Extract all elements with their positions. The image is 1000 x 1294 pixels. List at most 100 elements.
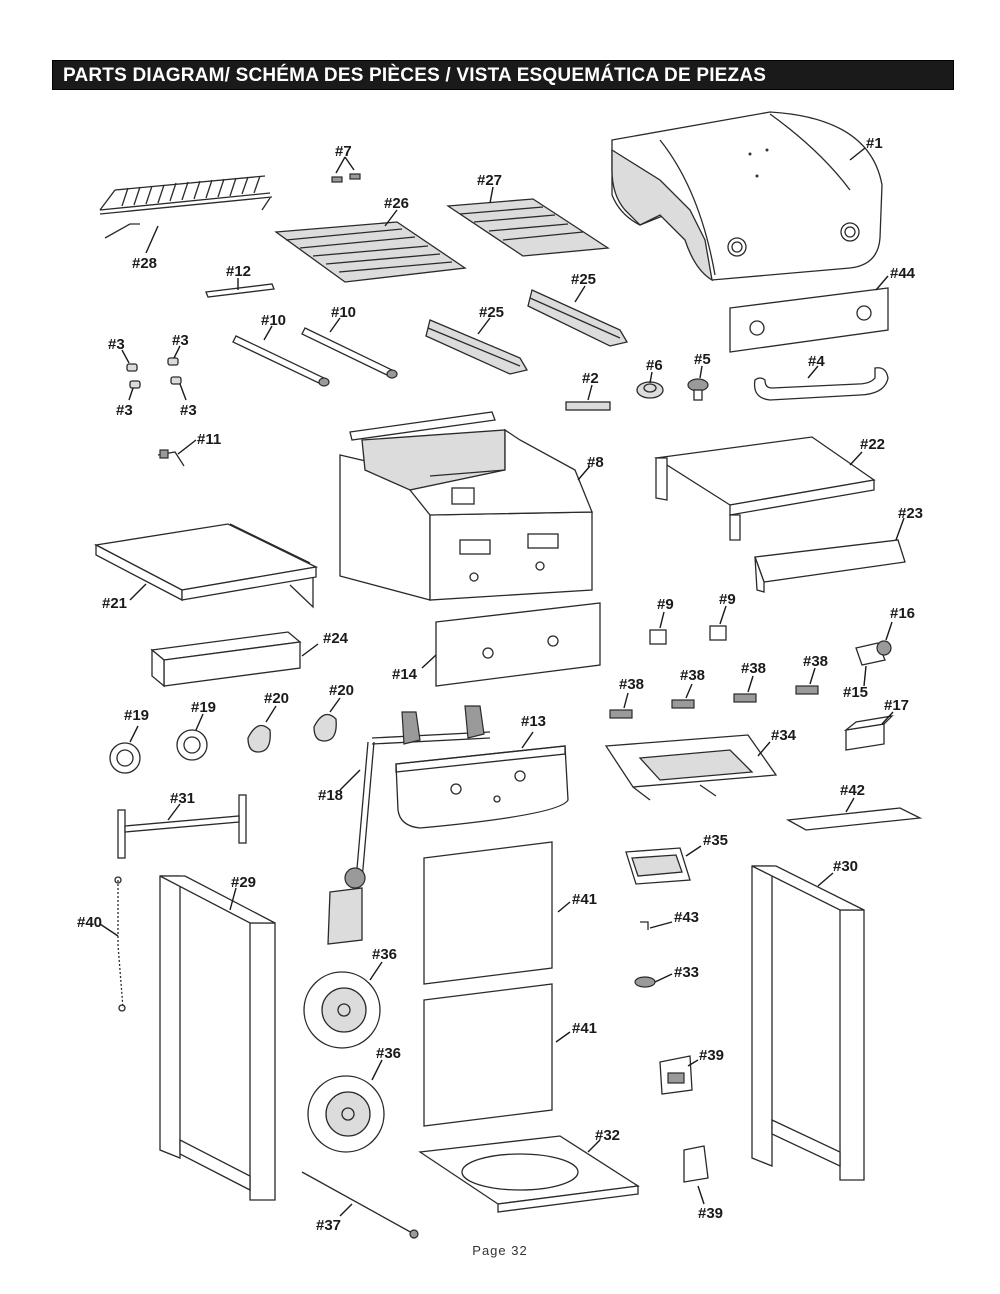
callout-p38b: #38 bbox=[680, 667, 705, 684]
callout-p3a: #3 bbox=[108, 336, 125, 353]
callout-p6: #6 bbox=[646, 357, 663, 374]
page-number: Page 32 bbox=[472, 1243, 528, 1258]
part-regulator-valve bbox=[855, 640, 892, 666]
callout-p32: #32 bbox=[595, 1127, 620, 1144]
part-cross-brace bbox=[117, 794, 247, 859]
callout-p38a: #38 bbox=[619, 676, 644, 693]
part-electrode bbox=[157, 449, 185, 467]
part-tank-stop bbox=[683, 1145, 709, 1183]
part-tank-bracket bbox=[659, 1055, 693, 1095]
part-crossover bbox=[565, 401, 611, 411]
callout-p7: #7 bbox=[335, 143, 352, 160]
callout-p36b: #36 bbox=[376, 1045, 401, 1062]
callout-p27: #27 bbox=[477, 172, 502, 189]
part-manifold-hose bbox=[327, 705, 491, 945]
leader-lines bbox=[99, 147, 905, 1217]
part-venturi-left bbox=[232, 335, 330, 387]
callout-p33: #33 bbox=[674, 964, 699, 981]
part-shelf-trim-right bbox=[754, 539, 906, 593]
part-side-shelf-left bbox=[93, 523, 319, 609]
callout-p3b: #3 bbox=[172, 332, 189, 349]
callout-p29: #29 bbox=[231, 874, 256, 891]
part-venturi-right bbox=[301, 327, 398, 379]
callout-p10b: #10 bbox=[331, 304, 356, 321]
part-hinge-right bbox=[709, 625, 727, 641]
part-warming-rack bbox=[99, 175, 273, 239]
part-burner-clips bbox=[609, 685, 819, 719]
callout-p9b: #9 bbox=[719, 591, 736, 608]
part-ignitor-knob bbox=[636, 381, 664, 399]
part-lid bbox=[611, 111, 883, 282]
part-bezel-2 bbox=[313, 713, 337, 742]
callout-p19b: #19 bbox=[191, 699, 216, 716]
callout-p30: #30 bbox=[833, 858, 858, 875]
header-banner: PARTS DIAGRAM/ SCHÉMA DES PIÈCES / VISTA… bbox=[52, 60, 954, 90]
callout-p43: #43 bbox=[674, 909, 699, 926]
part-bezel-1 bbox=[247, 724, 271, 753]
callout-p23: #23 bbox=[898, 505, 923, 522]
callout-p41b: #41 bbox=[572, 1020, 597, 1037]
part-ignitor bbox=[687, 378, 709, 401]
part-bracket bbox=[205, 283, 275, 298]
callout-p44: #44 bbox=[890, 265, 916, 282]
callout-p42: #42 bbox=[840, 782, 865, 799]
part-hinge-left bbox=[649, 629, 667, 645]
callout-p4: #4 bbox=[808, 353, 825, 370]
part-heat-shield bbox=[729, 287, 889, 353]
callout-p11: #11 bbox=[197, 431, 221, 448]
callout-p38d: #38 bbox=[803, 653, 828, 670]
callout-p41a: #41 bbox=[572, 891, 597, 908]
part-match-chain bbox=[114, 876, 126, 1012]
page-title: PARTS DIAGRAM/ SCHÉMA DES PIÈCES / VISTA… bbox=[63, 65, 767, 86]
part-shelf-trim-left bbox=[150, 631, 302, 688]
part-flame-tamer-right bbox=[527, 289, 629, 347]
callout-p19a: #19 bbox=[124, 707, 149, 724]
callout-p20b: #20 bbox=[329, 682, 354, 699]
callout-p3d: #3 bbox=[180, 402, 197, 419]
part-control-knob-1 bbox=[109, 742, 141, 774]
part-cooking-grate-left bbox=[274, 221, 467, 283]
part-handle bbox=[753, 367, 889, 401]
callout-p31: #31 bbox=[170, 790, 195, 807]
callout-p28: #28 bbox=[132, 255, 157, 272]
callout-labels: #1 #44 #7 #27 #26 #28 #12 #25 #25 #10 #1… bbox=[77, 135, 923, 1234]
part-cart-frame-right bbox=[751, 865, 865, 1181]
callout-p36a: #36 bbox=[372, 946, 397, 963]
callout-p16: #16 bbox=[890, 605, 915, 622]
callout-p25b: #25 bbox=[479, 304, 504, 321]
callout-p21: #21 bbox=[102, 595, 127, 612]
part-axle bbox=[301, 1171, 419, 1239]
part-flame-tamer-left bbox=[425, 319, 529, 375]
callout-p10a: #10 bbox=[261, 312, 286, 329]
callout-p20a: #20 bbox=[264, 690, 289, 707]
part-grease-tray-rail bbox=[785, 807, 923, 831]
callout-p39a: #39 bbox=[699, 1047, 724, 1064]
part-screws bbox=[331, 173, 361, 183]
callout-p15: #15 bbox=[843, 684, 868, 701]
part-door-panel-bottom bbox=[423, 983, 553, 1127]
part-bottom-shelf bbox=[418, 1135, 640, 1213]
callout-p1: #1 bbox=[866, 135, 883, 152]
part-firebox bbox=[339, 411, 593, 601]
callout-p37: #37 bbox=[316, 1217, 341, 1234]
part-front-panel bbox=[395, 745, 569, 829]
part-cart-frame-left bbox=[159, 875, 276, 1201]
part-caster-pin bbox=[634, 976, 656, 988]
part-door-panel-top bbox=[423, 841, 553, 985]
callout-p34: #34 bbox=[771, 727, 797, 744]
callout-p26: #26 bbox=[384, 195, 409, 212]
part-hook bbox=[640, 921, 649, 930]
callout-p13: #13 bbox=[521, 713, 546, 730]
part-control-knob-2 bbox=[176, 729, 208, 761]
callout-p24: #24 bbox=[323, 630, 349, 647]
callout-p17: #17 bbox=[884, 697, 909, 714]
callout-p40: #40 bbox=[77, 914, 102, 931]
part-spacers bbox=[126, 357, 182, 389]
callout-p8: #8 bbox=[587, 454, 604, 471]
callout-p39b: #39 bbox=[698, 1205, 723, 1222]
part-wheel-2 bbox=[307, 1075, 385, 1153]
part-bracket-box bbox=[843, 715, 894, 751]
part-side-shelf-right bbox=[654, 436, 876, 541]
part-grease-cup bbox=[625, 847, 691, 885]
